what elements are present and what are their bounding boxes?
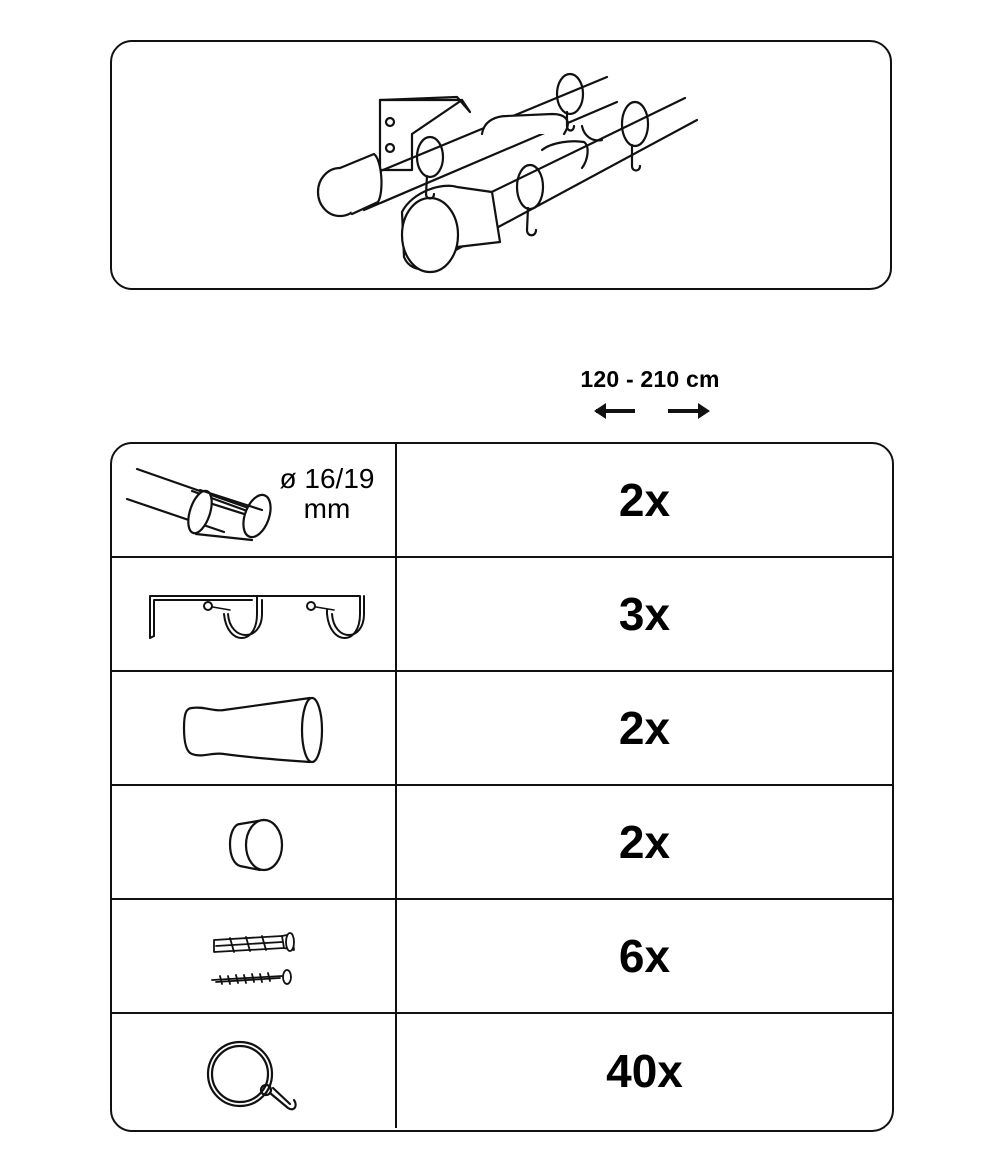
rod-length-range: 120 - 210 cm — [580, 366, 720, 392]
diameter-unit: mm — [303, 493, 351, 524]
part-illustration-cell — [112, 900, 397, 1012]
parts-row: 3x — [112, 558, 892, 672]
extend-arrows-icon — [594, 403, 710, 419]
parts-row: 2x — [112, 786, 892, 900]
double-bracket-icon — [149, 595, 365, 639]
part-illustration-cell — [112, 558, 397, 670]
double-curtain-rod-assembly-icon — [316, 72, 699, 274]
wall-plug-and-screw-icon — [211, 932, 295, 985]
part-illustration-cell — [112, 1014, 397, 1128]
parts-row: ø 16/19 mm 2x — [112, 444, 892, 558]
end-cap-icon — [228, 818, 284, 872]
parts-row: 2x — [112, 672, 892, 786]
part-quantity: 2x — [618, 816, 671, 868]
parts-row: 6x — [112, 900, 892, 1014]
part-quantity: 40x — [606, 1045, 683, 1097]
part-illustration-cell — [112, 672, 397, 784]
part-quantity: 6x — [618, 930, 671, 982]
rod-diameter-label: ø 16/19 mm — [262, 464, 392, 524]
rod-tube-icon — [125, 467, 272, 542]
part-quantity: 3x — [618, 588, 671, 640]
flared-finial-icon — [182, 696, 324, 764]
parts-row: 40x — [112, 1014, 892, 1128]
curtain-ring-with-hook-icon — [206, 1040, 297, 1111]
hero-illustration-panel — [110, 40, 892, 290]
part-illustration-cell: ø 16/19 mm — [112, 444, 397, 556]
diameter-value: ø 16/19 — [279, 463, 375, 494]
part-illustration-cell — [112, 786, 397, 898]
part-quantity: 2x — [618, 702, 671, 754]
parts-list-table: ø 16/19 mm 2x 3x — [110, 442, 894, 1132]
part-quantity: 2x — [618, 474, 671, 526]
